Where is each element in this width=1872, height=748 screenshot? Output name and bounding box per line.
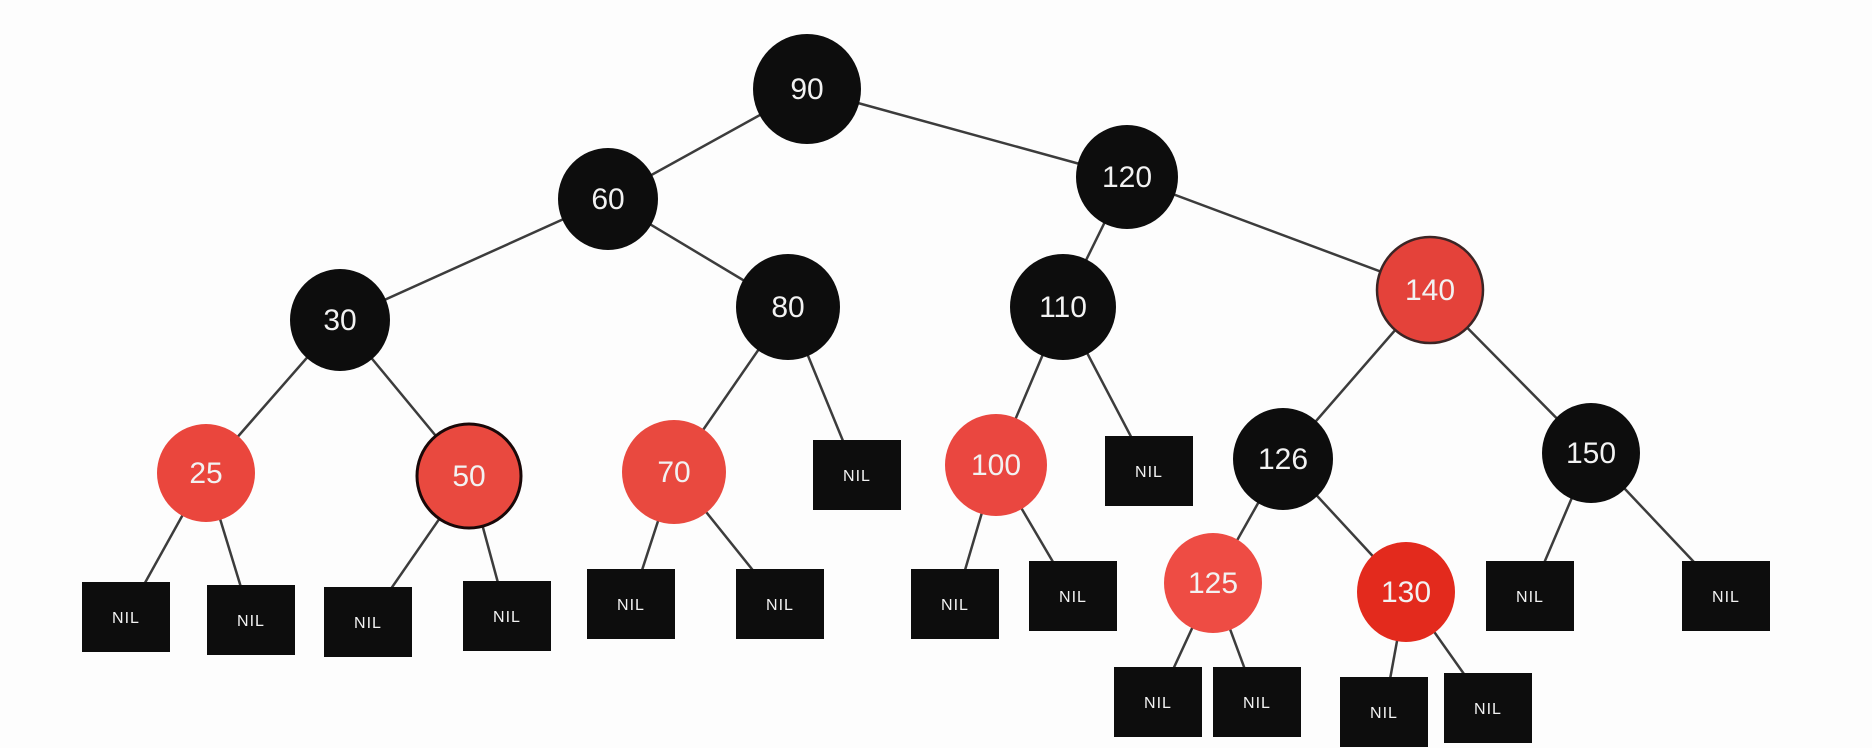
nil-leaf-box-nil-125-r xyxy=(1213,667,1301,737)
nil-leaf-box-nil-25-l xyxy=(82,582,170,652)
nil-leaf-box-nil-25-r xyxy=(207,585,295,655)
nil-leaf-box-nil-150-l xyxy=(1486,561,1574,631)
nil-leaf-box-nil-70-l xyxy=(587,569,675,639)
nil-leaf-box-nil-50-l xyxy=(324,587,412,657)
tree-node-126-black xyxy=(1233,408,1333,510)
tree-node-125-red xyxy=(1164,533,1262,633)
tree-node-30-black xyxy=(290,269,390,371)
tree-node-50-red xyxy=(415,422,523,530)
tree-node-130-red xyxy=(1357,542,1455,642)
nil-leaf-box-nil-70-r xyxy=(736,569,824,639)
nil-leaf-box-nil-130-l xyxy=(1340,677,1428,747)
tree-edge-90-120 xyxy=(806,87,1128,179)
nil-leaf-box-nil-110-r xyxy=(1105,436,1193,506)
nil-leaf-box-nil-130-r xyxy=(1444,673,1532,743)
tree-node-110-black xyxy=(1010,254,1116,360)
tree-node-60-black xyxy=(558,148,658,250)
tree-node-150-black xyxy=(1542,403,1640,503)
tree-node-80-black xyxy=(736,254,840,360)
tree-node-70-red xyxy=(622,420,726,524)
tree-node-140-red xyxy=(1375,235,1485,345)
nil-leaf-box-nil-150-r xyxy=(1682,561,1770,631)
nil-leaf-box-nil-100-r xyxy=(1029,561,1117,631)
nil-leaf-box-nil-80-r xyxy=(813,440,901,510)
tree-node-25-red xyxy=(157,424,255,522)
tree-node-90-black xyxy=(753,34,861,144)
tree-node-100-red xyxy=(945,414,1047,516)
nil-leaf-box-nil-125-l xyxy=(1114,667,1202,737)
nil-leaf-box-nil-50-r xyxy=(463,581,551,651)
tree-node-120-black xyxy=(1076,125,1178,229)
nil-leaf-box-nil-100-l xyxy=(911,569,999,639)
